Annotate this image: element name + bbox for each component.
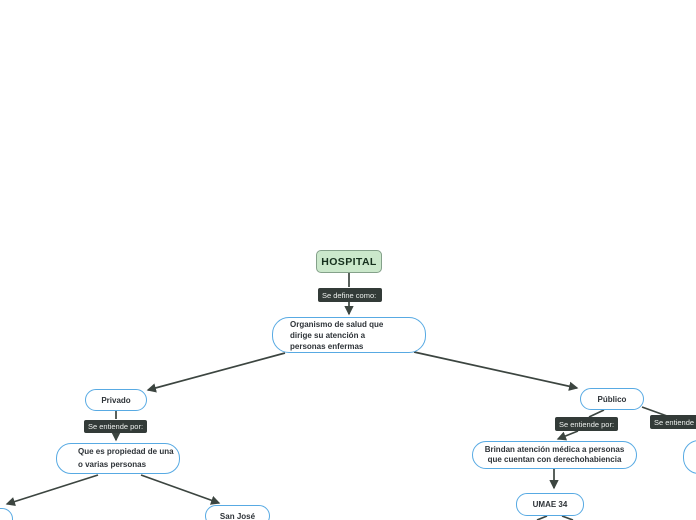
connector-publico-to-left-label <box>588 409 605 418</box>
node-umae-34[interactable]: UMAE 34 <box>516 493 584 516</box>
connector-label-se-entiende-por-publico-right[interactable]: Se entiende por: <box>650 415 696 429</box>
node-san-jose[interactable]: San José <box>205 505 270 520</box>
node-hospital[interactable]: HOSPITAL <box>316 250 382 273</box>
node-publico[interactable]: Público <box>580 388 644 410</box>
node-definition-line: Organismo de salud que <box>290 319 384 329</box>
connector-label-se-entiende-por-privado[interactable]: Se entiende por: <box>84 420 147 433</box>
connector-umae-child-right <box>561 515 574 520</box>
node-definition[interactable]: Organismo de salud que dirige su atenció… <box>272 317 426 353</box>
connector-label-to-publico-def <box>556 430 579 441</box>
connector-definition-to-privado <box>146 352 286 393</box>
node-publico-label: Público <box>597 394 627 404</box>
node-privado-definition-line: Que es propiedad de una <box>78 447 174 456</box>
node-privado[interactable]: Privado <box>85 389 147 411</box>
node-publico-definition-line: Brindan atención médica a personas <box>484 444 625 454</box>
connector-umae-child-left <box>536 515 548 520</box>
node-san-jose-label: San José <box>219 511 256 520</box>
connector-privado-def-to-san-jose <box>140 474 221 505</box>
node-privado-label: Privado <box>101 395 131 405</box>
node-definition-line: personas enfermas <box>290 341 364 351</box>
node-hospital-label: HOSPITAL <box>321 255 377 268</box>
connector-privado-def-to-left-node <box>5 474 99 507</box>
node-privado-definition[interactable]: Que es propiedad de una o varias persona… <box>56 443 180 474</box>
node-definition-line: dirige su atención a <box>290 330 366 340</box>
connector-publico-to-right-label <box>641 406 668 417</box>
node-publico-definition[interactable]: Brindan atención médica a personas que c… <box>472 441 637 469</box>
connector-definition-to-publico <box>413 351 579 391</box>
connector-label-se-entiende-por-publico-left[interactable]: Se entiende por: <box>555 417 618 431</box>
node-umae-34-label: UMAE 34 <box>532 500 568 509</box>
node-privado-definition-line: o varias personas <box>78 459 147 469</box>
node-publico-definition-line: que cuentan con derechohabiencia <box>487 455 622 464</box>
connector-label-se-define-como[interactable]: Se define como: <box>318 288 382 302</box>
